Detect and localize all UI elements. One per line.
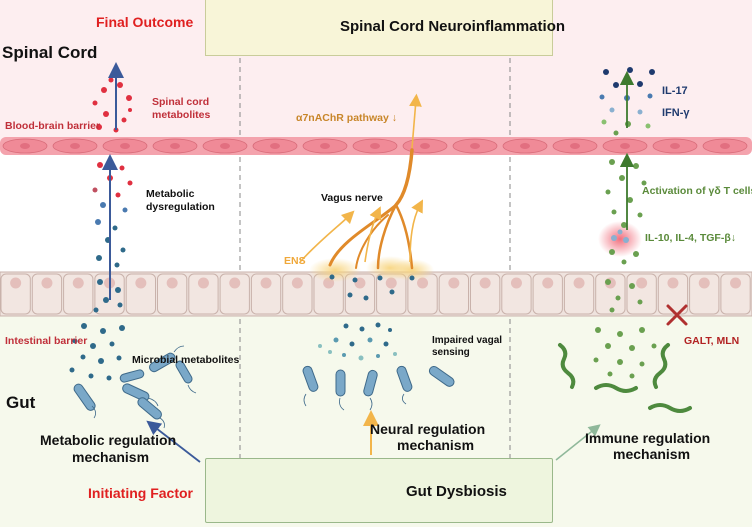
epithelial-nucleus	[510, 277, 522, 289]
nerve-signal-arrows	[299, 93, 424, 263]
epithelial-nucleus	[260, 277, 272, 289]
epithelial-nucleus	[229, 277, 241, 289]
bbb-label: Blood-brain barrier	[5, 120, 101, 132]
epithelial-cell	[250, 273, 282, 315]
bacteria-left	[73, 352, 193, 420]
intestinal-barrier-label: Intestinal barrier	[5, 335, 88, 347]
epithelial-cell	[157, 273, 188, 315]
epithelial-cell	[219, 273, 250, 315]
green-dots-right	[593, 159, 657, 379]
immune-cells-glow	[611, 229, 629, 243]
a7nachr-pathway-label: α7nAChR pathway ↓	[296, 112, 397, 124]
bacteria-right	[558, 343, 692, 413]
metabolite-dots-middle	[318, 322, 397, 361]
ifng-label: IFN-γ	[662, 107, 690, 119]
epithelial-cell	[0, 273, 31, 315]
epithelial-nucleus	[72, 277, 84, 289]
epithelial-nucleus	[10, 277, 22, 289]
spinal-metabolites-label-1: Spinal cord	[152, 96, 210, 108]
epithelial-cell	[626, 273, 657, 315]
immune-mechanism-label-1: Immune regulation	[585, 430, 711, 446]
ens-label: ENS	[284, 255, 306, 267]
epithelial-nucleus	[698, 277, 710, 289]
impaired-vagal-label-2: sensing	[432, 347, 470, 358]
bacteria-middle	[302, 365, 455, 397]
epithelial-cell	[470, 273, 501, 315]
top-box: Spinal Cord Neuroinflammation	[205, 0, 565, 56]
galt-mln-label: GALT, MLN	[684, 335, 740, 347]
spinal-cord-label: Spinal Cord	[2, 43, 98, 62]
inflammation-glow	[598, 221, 642, 257]
metabolic-mechanism-label-1: Metabolic regulation	[40, 432, 177, 448]
epithelial-nucleus	[291, 277, 303, 289]
epithelial-cell	[282, 273, 313, 315]
epithelial-nucleus	[479, 277, 491, 289]
metabolic-dysregulation-label-2: dysregulation	[146, 201, 215, 213]
nerve-end-dots	[329, 274, 415, 301]
epithelial-nucleus	[573, 277, 585, 289]
bottom-box-title: Gut Dysbiosis	[406, 483, 507, 500]
metabolic-dysregulation-label-1: Metabolic	[146, 188, 195, 200]
epithelial-cell	[532, 273, 563, 315]
neural-mechanism-label-2: mechanism	[397, 437, 475, 453]
epithelial-cell	[563, 273, 595, 315]
epithelial-nucleus	[166, 277, 178, 289]
immune-mechanism-label-2: mechanism	[613, 446, 691, 462]
epithelial-cell	[63, 273, 94, 315]
epithelial-cell	[344, 273, 376, 315]
cytokines-label: IL-10, IL-4, TGF-β↓	[645, 232, 736, 244]
epithelial-cell	[689, 273, 720, 315]
gd-tcells-label: Activation of γδ T cells	[642, 185, 752, 197]
epithelial-cell	[31, 273, 63, 315]
epithelial-nucleus	[636, 277, 648, 289]
impaired-vagal-label-1: Impaired vagal	[432, 335, 503, 346]
gut-label: Gut	[6, 393, 36, 412]
initiating-factor-label: Initiating Factor	[88, 485, 193, 501]
metabolite-dots-left	[69, 77, 133, 381]
epithelial-cell	[657, 273, 689, 315]
epithelial-cell	[125, 273, 156, 315]
blood-brain-barrier	[0, 137, 752, 155]
spinal-metabolites-label-2: metabolites	[152, 109, 211, 121]
final-outcome-label: Final Outcome	[96, 14, 194, 30]
epithelial-cell	[438, 273, 470, 315]
metabolic-mechanism-label-2: mechanism	[72, 449, 150, 465]
epithelial-cell	[501, 273, 532, 315]
epithelial-cell	[188, 273, 219, 315]
microbial-metabolites-label: Microbial metabolites	[132, 354, 240, 366]
epithelial-nucleus	[41, 277, 53, 289]
vagus-nerve	[328, 148, 414, 270]
il17-label: IL-17	[662, 85, 688, 97]
top-box-title: Spinal Cord Neuroinflammation	[340, 18, 566, 35]
epithelial-nucleus	[542, 277, 554, 289]
epithelial-cell	[720, 273, 751, 315]
epithelial-nucleus	[197, 277, 209, 289]
epithelial-nucleus	[385, 277, 397, 289]
neural-mechanism-label-1: Neural regulation	[370, 421, 486, 437]
epithelial-cell	[595, 273, 626, 315]
cross-mark	[666, 304, 688, 326]
intestinal-epithelium	[0, 271, 752, 317]
vagus-nerve-label: Vagus nerve	[321, 192, 383, 204]
epithelial-nucleus	[730, 277, 742, 289]
arrow-to-metabolic	[146, 420, 201, 463]
epithelial-nucleus	[667, 277, 679, 289]
bottom-box: Gut Dysbiosis	[205, 458, 553, 523]
epithelial-nucleus	[135, 277, 147, 289]
arrow-to-immune	[555, 424, 601, 461]
epithelial-nucleus	[448, 277, 460, 289]
